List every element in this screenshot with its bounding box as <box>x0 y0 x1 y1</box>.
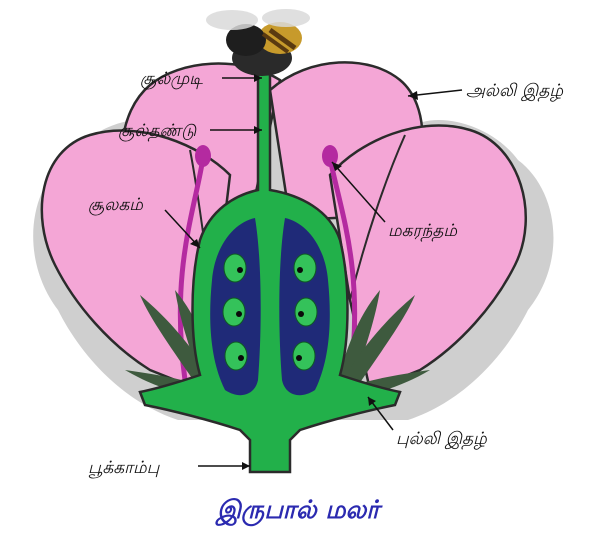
anther-left <box>195 145 211 167</box>
label-ovary: சூலகம் <box>88 195 144 216</box>
label-sepal: புல்லி இதழ் <box>396 429 488 450</box>
label-stigma: சூல்முடி <box>140 69 203 90</box>
label-petal: அல்லி இதழ் <box>466 81 564 102</box>
label-pedicel: பூக்காம்பு <box>88 458 161 479</box>
label-anther: மகரந்தம் <box>388 221 458 242</box>
diagram-title: இருபால் மலர் <box>215 495 383 527</box>
label-style: சூல்தண்டு <box>118 121 197 142</box>
